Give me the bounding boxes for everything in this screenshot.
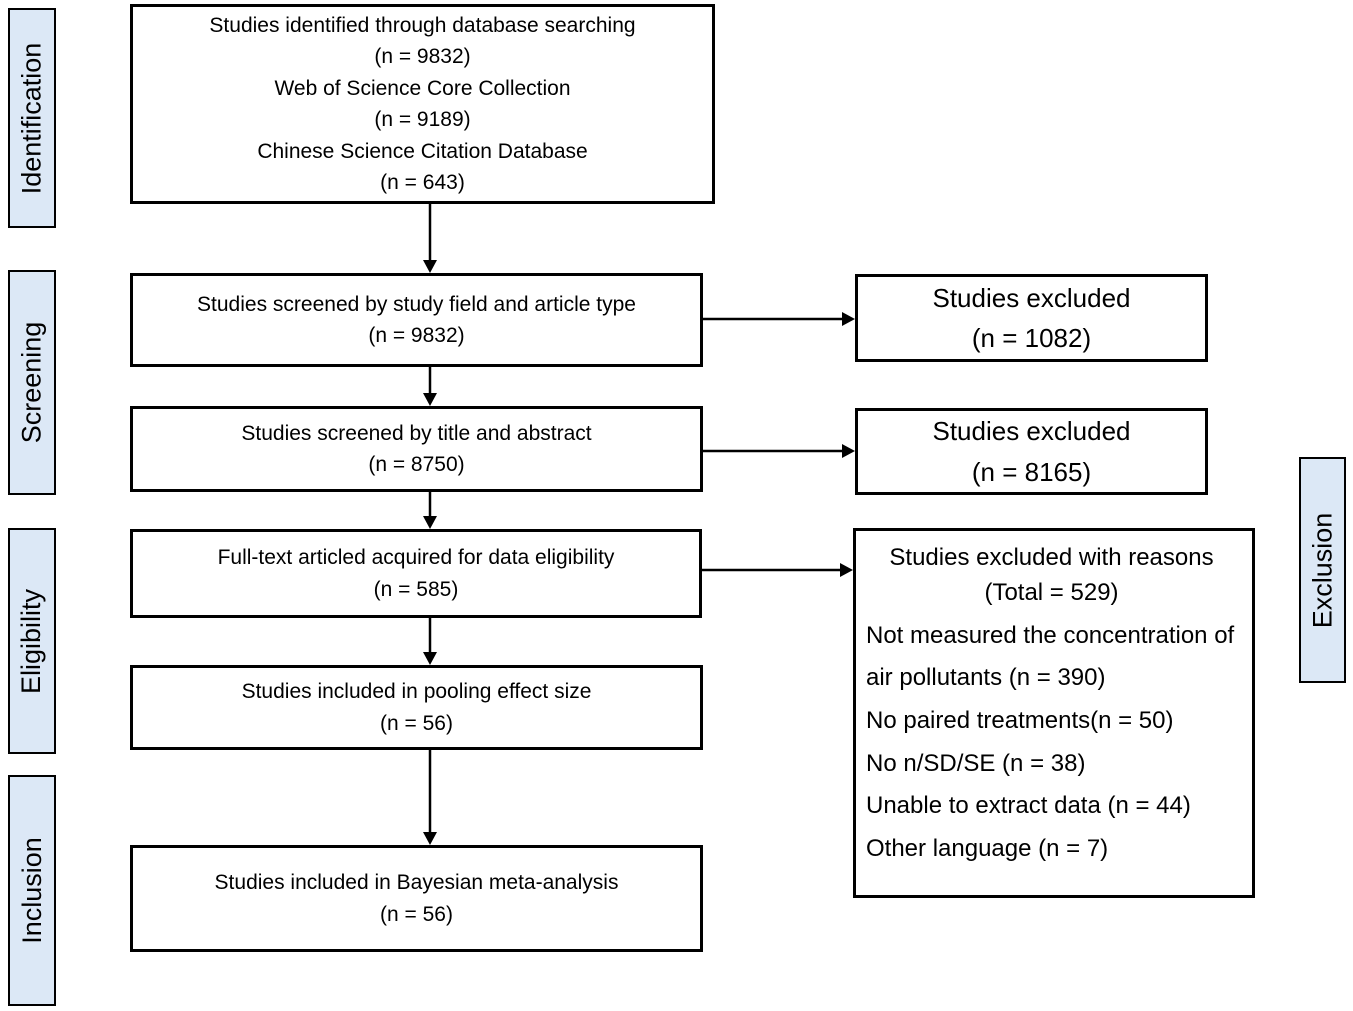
- arrowhead-identified-to-screened-field: [423, 260, 437, 273]
- exclusion-reason-list: Not measured the concentration of air po…: [866, 615, 1237, 871]
- box-excluded-first-line: Studies excluded: [932, 282, 1131, 313]
- arrowhead-fulltext-to-pooling: [423, 652, 437, 665]
- box-pooling-effect-size-line: Studies included in pooling effect size: [241, 680, 592, 703]
- box-excluded-with-reasons: Studies excluded with reasons (Total = 5…: [853, 528, 1255, 898]
- box-screened-field-type-count: (n = 9832): [368, 324, 465, 347]
- box-screened-title-abstract: Studies screened by title and abstract (…: [130, 406, 703, 492]
- box-excluded-second: Studies excluded (n = 8165): [855, 408, 1208, 495]
- exclusion-reason-item: No n/SD/SE (n = 38): [866, 749, 1086, 777]
- box-screened-field-type-line: Studies screened by study field and arti…: [197, 292, 636, 316]
- arrowhead-screened-title-to-excluded-second: [842, 444, 855, 458]
- box-pooling-effect-size: Studies included in pooling effect size …: [130, 665, 703, 750]
- box-fulltext-eligibility-line: Full-text articled acquired for data eli…: [217, 546, 615, 569]
- stage-label-exclusion: Exclusion: [1299, 457, 1346, 683]
- box-studies-identified-count: (n = 9189): [374, 108, 471, 131]
- arrowhead-screened-field-to-excluded-first: [842, 312, 855, 326]
- box-excluded-second-count: (n = 8165): [971, 456, 1092, 487]
- stage-label-exclusion-text: Exclusion: [1307, 512, 1337, 628]
- stage-label-eligibility: Eligibility: [8, 528, 56, 754]
- stage-label-inclusion-text: Inclusion: [16, 837, 47, 944]
- box-studies-identified: Studies identified through database sear…: [130, 4, 715, 204]
- box-studies-identified-count: (n = 9832): [374, 45, 471, 68]
- exclusion-reason-item: Other language (n = 7): [866, 835, 1109, 863]
- exclusion-reason-item: No paired treatments(n = 50): [866, 707, 1174, 735]
- box-studies-identified-line: Chinese Science Citation Database: [257, 139, 588, 163]
- box-bayesian-meta-analysis: Studies included in Bayesian meta-analys…: [130, 845, 703, 952]
- box-excluded-first: Studies excluded (n = 1082): [855, 274, 1208, 362]
- box-screened-field-type: Studies screened by study field and arti…: [130, 273, 703, 367]
- stage-label-eligibility-text: Eligibility: [16, 588, 47, 694]
- box-studies-identified-line: Web of Science Core Collection: [274, 76, 571, 100]
- box-excluded-first-count: (n = 1082): [971, 323, 1092, 353]
- box-excluded-second-line: Studies excluded: [932, 416, 1131, 447]
- box-excluded-with-reasons-heading-line: Studies excluded with reasons: [889, 544, 1214, 571]
- arrowhead-screened-title-to-fulltext: [423, 516, 437, 529]
- box-screened-title-abstract-count: (n = 8750): [368, 453, 465, 476]
- exclusion-reason-item: Unable to extract data (n = 44): [866, 792, 1191, 820]
- stage-label-screening-text: Screening: [16, 321, 47, 444]
- box-studies-identified-line: Studies identified through database sear…: [209, 13, 636, 37]
- arrowhead-screened-field-to-screened-title: [423, 393, 437, 406]
- box-excluded-with-reasons-total: (Total = 529): [984, 578, 1119, 606]
- box-fulltext-eligibility: Full-text articled acquired for data eli…: [130, 529, 702, 618]
- box-studies-identified-count: (n = 643): [380, 171, 465, 194]
- arrowhead-fulltext-to-excluded-reasons: [840, 563, 853, 577]
- stage-label-inclusion: Inclusion: [8, 775, 56, 1006]
- box-bayesian-meta-analysis-count: (n = 56): [380, 902, 453, 926]
- box-bayesian-meta-analysis-line: Studies included in Bayesian meta-analys…: [214, 871, 619, 894]
- arrowhead-pooling-to-bayesian: [423, 832, 437, 845]
- stage-label-identification: Identification: [8, 8, 56, 228]
- exclusion-reason-item: Not measured the concentration of air po…: [866, 621, 1235, 692]
- box-pooling-effect-size-count: (n = 56): [380, 711, 453, 735]
- box-fulltext-eligibility-count: (n = 585): [373, 577, 459, 601]
- stage-label-identification-text: Identification: [16, 42, 47, 194]
- box-screened-title-abstract-line: Studies screened by title and abstract: [241, 421, 592, 445]
- box-excluded-with-reasons-heading: Studies excluded with reasons (Total = 5…: [866, 541, 1237, 611]
- stage-label-screening: Screening: [8, 270, 56, 495]
